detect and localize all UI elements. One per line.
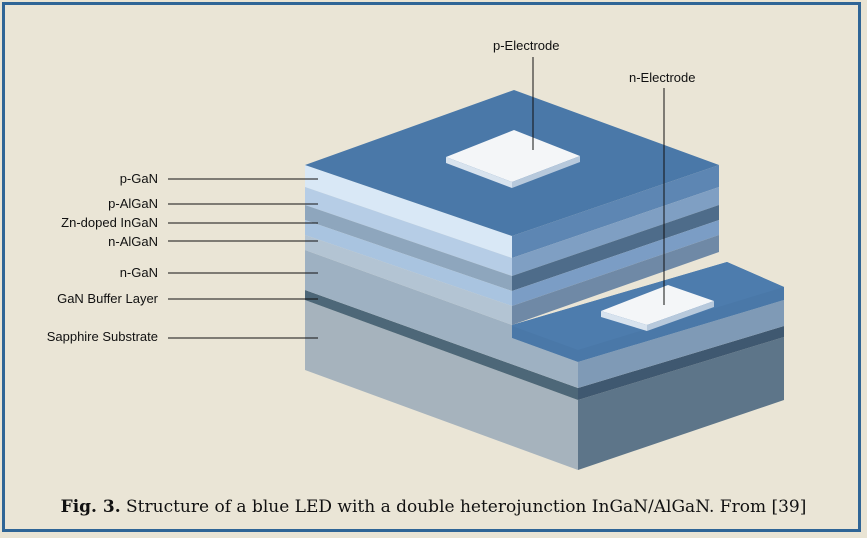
n-gan-label: n-GaN xyxy=(119,265,158,280)
p-electrode-top xyxy=(446,130,580,182)
caption-fig-number: Fig. 3. xyxy=(60,497,121,517)
pgan-left xyxy=(305,165,512,258)
n-electrode-left xyxy=(601,311,647,331)
substrate-right-face xyxy=(578,337,784,470)
ngan-left-face xyxy=(305,250,578,388)
p-electrode-left xyxy=(446,157,512,188)
ngan-upper-right xyxy=(512,235,719,325)
pgan-right xyxy=(512,165,719,258)
p-algan-label: p-AlGaN xyxy=(108,196,158,211)
p-gan-label: p-GaN xyxy=(119,171,158,186)
n-electrode-top xyxy=(601,285,714,325)
ingan-right xyxy=(512,205,719,291)
n-electrode-label: n-Electrode xyxy=(629,70,696,85)
gan-buffer-layer-label: GaN Buffer Layer xyxy=(57,291,158,306)
sapphire-substrate-label: Sapphire Substrate xyxy=(46,329,158,344)
buffer-left-face xyxy=(305,290,578,400)
zn-doped-ingan-label: Zn-doped InGaN xyxy=(61,215,158,230)
caption-text: Structure of a blue LED with a double he… xyxy=(120,497,807,517)
p-electrode-label: p-Electrode xyxy=(493,38,560,53)
figure-caption: Fig. 3. Structure of a blue LED with a d… xyxy=(0,497,867,517)
ngan-upper-left xyxy=(305,235,512,325)
nalgan-right xyxy=(512,220,719,306)
palgan-right xyxy=(512,187,719,276)
palgan-left xyxy=(305,187,512,276)
n-electrode-right xyxy=(647,301,714,331)
ingan-left xyxy=(305,205,512,291)
substrate-left-face xyxy=(305,300,578,470)
ngan-right-face xyxy=(578,300,784,388)
p-electrode-right xyxy=(512,156,580,188)
buffer-right-face xyxy=(578,326,784,400)
n-algan-label: n-AlGaN xyxy=(108,234,158,249)
nalgan-left xyxy=(305,220,512,306)
